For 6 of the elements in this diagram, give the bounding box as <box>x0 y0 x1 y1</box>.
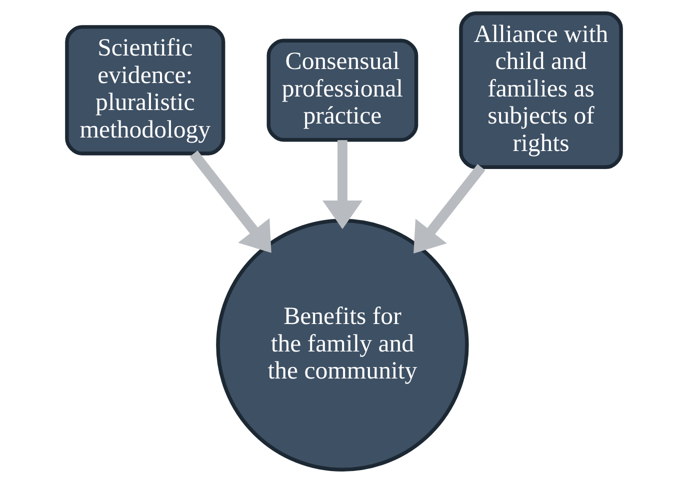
node-box: Consensual professional práctice <box>266 38 418 142</box>
node-box: Alliance with child and families as subjects of rights <box>459 11 623 170</box>
node-box: Scientific evidence: pluralistic methodology <box>65 25 226 156</box>
arrow <box>190 150 272 253</box>
arrow <box>414 164 486 254</box>
arrow <box>322 140 362 230</box>
